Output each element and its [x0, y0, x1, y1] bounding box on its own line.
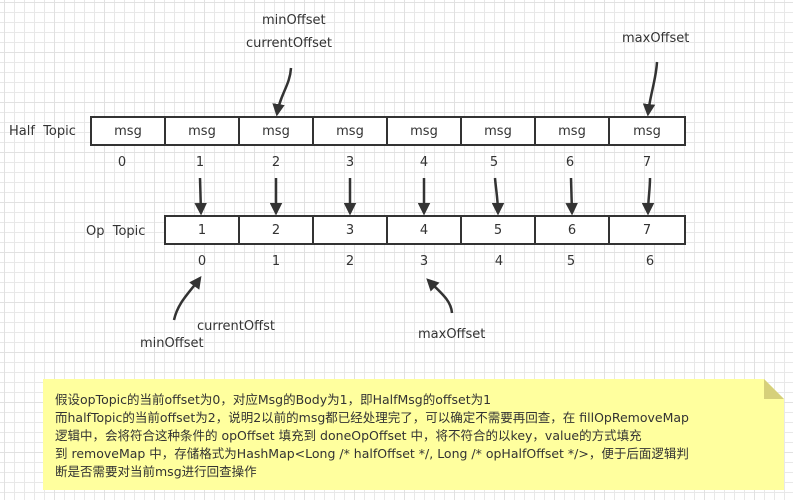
half-topic-index: 6 — [565, 155, 575, 170]
half-current-offset-arrow-icon — [272, 67, 293, 117]
op-topic-index: 6 — [645, 254, 655, 269]
half-topic-cell: msg — [388, 118, 462, 144]
half-topic-row: msg msg msg msg msg msg msg msg — [90, 116, 686, 146]
op-topic-cell: 4 — [388, 217, 462, 243]
op-topic-index: 5 — [566, 254, 576, 269]
half-topic-label: Half Topic — [9, 124, 76, 139]
half-topic-cell: msg — [633, 123, 661, 139]
mapping-arrow-icon — [565, 177, 578, 216]
half-min-offset-label: minOffset — [262, 13, 326, 28]
op-topic-row: 1 2 3 4 5 6 7 — [164, 215, 686, 245]
mapping-arrow-icon — [641, 177, 655, 216]
half-topic-index: 3 — [345, 155, 355, 170]
op-topic-index: 0 — [197, 254, 207, 269]
op-topic-index: 2 — [345, 254, 355, 269]
half-topic-cell: msg — [314, 118, 388, 144]
note-line: 逻辑中，会将符合这种条件的 opOffset 填充到 doneOpOffset … — [55, 428, 642, 443]
op-topic-label: Op Topic — [86, 224, 146, 239]
note-line: 到 removeMap 中，存储格式为HashMap<Long /* halfO… — [55, 446, 689, 461]
half-topic-index: 7 — [642, 155, 652, 170]
half-topic-cell: msg — [92, 118, 166, 144]
note-line: 断是否需要对当前msg进行回查操作 — [55, 464, 257, 479]
note-line: 假设opTopic的当前offset为0，对应Msg的Body为1，即HalfM… — [55, 392, 492, 407]
op-min-offset-label: minOffset — [140, 336, 204, 351]
op-topic-cell: 5 — [462, 217, 536, 243]
op-topic-cell: 3 — [314, 217, 388, 243]
op-min-offset-arrow-icon — [172, 275, 202, 321]
mapping-arrow-icon — [194, 177, 207, 216]
op-max-offset-label: maxOffset — [418, 327, 486, 342]
op-topic-index: 1 — [271, 254, 281, 269]
half-topic-cell: msg — [536, 118, 610, 144]
half-topic-index: 2 — [271, 155, 281, 170]
op-topic-cell: 7 — [642, 222, 652, 238]
op-topic-index: 3 — [419, 254, 429, 269]
half-topic-index: 0 — [117, 155, 127, 170]
op-topic-cell: 6 — [536, 217, 610, 243]
op-topic-index: 4 — [494, 254, 504, 269]
half-topic-index: 1 — [195, 155, 205, 170]
half-topic-index: 5 — [489, 155, 499, 170]
op-topic-cell: 2 — [240, 217, 314, 243]
explanation-note: 假设opTopic的当前offset为0，对应Msg的Body为1，即HalfM… — [43, 379, 784, 490]
half-topic-cell: msg — [462, 118, 536, 144]
op-topic-cell: 1 — [166, 217, 240, 243]
note-line: 而halfTopic的当前offset为2，说明2以前的msg都已经处理完了，可… — [55, 410, 689, 425]
half-topic-cell: msg — [240, 118, 314, 144]
half-max-offset-label: maxOffset — [622, 31, 690, 46]
half-topic-cell: msg — [166, 118, 240, 144]
op-max-offset-arrow-icon — [426, 278, 454, 314]
half-current-offset-label: currentOffset — [246, 36, 332, 51]
half-topic-index: 4 — [419, 155, 429, 170]
mapping-arrow-icon — [491, 177, 505, 216]
op-current-offset-label: currentOffst — [197, 319, 275, 334]
half-max-offset-arrow-icon — [642, 61, 659, 117]
